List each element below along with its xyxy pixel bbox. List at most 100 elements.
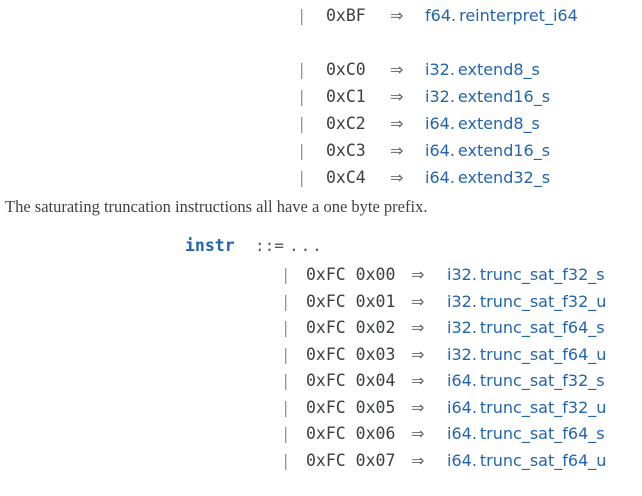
- alternative-pipe: |: [299, 114, 305, 133]
- alternative-pipe: |: [283, 318, 289, 337]
- instruction-link[interactable]: i32.trunc_sat_f32_s: [447, 265, 605, 285]
- opcode-byte: 0xC1: [326, 87, 366, 106]
- instruction-link[interactable]: i64.extend32_s: [425, 168, 550, 188]
- instruction-class: i32: [425, 60, 450, 79]
- dot-separator: .: [471, 451, 477, 470]
- instruction-class: i64: [447, 371, 472, 390]
- opcode-bytes: 0xFC 0x01: [306, 292, 396, 311]
- maps-to-arrow-icon: ⇒: [411, 345, 425, 364]
- dot-separator: .: [449, 168, 455, 187]
- maps-to-arrow-icon: ⇒: [411, 265, 425, 284]
- table-row: | 0xC1 ⇒ i32.extend16_s: [0, 87, 642, 107]
- instruction-name: reinterpret_i64: [459, 6, 578, 25]
- dot-separator: .: [471, 292, 477, 311]
- table-row: | 0xFC 0x03 ⇒ i32.trunc_sat_f64_u: [0, 345, 642, 365]
- instruction-class: i32: [425, 87, 450, 106]
- nonterminal-instr-link[interactable]: instr: [185, 236, 235, 255]
- dot-separator: .: [449, 60, 455, 79]
- instruction-name: trunc_sat_f64_u: [479, 451, 607, 470]
- opcode-bytes: 0xFC 0x02: [306, 318, 396, 337]
- table-row: | 0xC4 ⇒ i64.extend32_s: [0, 168, 642, 188]
- maps-to-arrow-icon: ⇒: [411, 318, 425, 337]
- opcode-bytes: 0xFC 0x07: [306, 451, 396, 470]
- instruction-name: trunc_sat_f32_s: [479, 371, 605, 390]
- ellipsis: ...: [289, 236, 324, 255]
- table-row: | 0xBF ⇒ f64.reinterpret_i64: [0, 6, 642, 26]
- opcode-bytes: 0xFC 0x04: [306, 371, 396, 390]
- maps-to-arrow-icon: ⇒: [390, 60, 404, 79]
- instruction-link[interactable]: i64.trunc_sat_f64_s: [447, 424, 605, 444]
- dot-separator: .: [451, 6, 457, 25]
- instruction-link[interactable]: i32.trunc_sat_f32_u: [447, 292, 606, 312]
- instruction-class: i64: [425, 114, 450, 133]
- dot-separator: .: [449, 114, 455, 133]
- opcode-byte: 0xBF: [326, 6, 366, 25]
- opcode-bytes: 0xFC 0x06: [306, 424, 396, 443]
- instruction-name: trunc_sat_f32_u: [479, 398, 607, 417]
- defined-as-symbol: ::=: [255, 236, 284, 255]
- instruction-class: i32: [447, 318, 472, 337]
- alternative-pipe: |: [299, 87, 305, 106]
- maps-to-arrow-icon: ⇒: [390, 168, 404, 187]
- instruction-class: i32: [447, 345, 472, 364]
- dot-separator: .: [449, 87, 455, 106]
- alternative-pipe: |: [283, 398, 289, 417]
- alternative-pipe: |: [283, 292, 289, 311]
- instruction-name: trunc_sat_f64_s: [479, 318, 605, 337]
- table-row: | 0xFC 0x01 ⇒ i32.trunc_sat_f32_u: [0, 292, 642, 312]
- dot-separator: .: [471, 318, 477, 337]
- instruction-link[interactable]: i64.trunc_sat_f64_u: [447, 451, 606, 471]
- maps-to-arrow-icon: ⇒: [390, 141, 404, 160]
- instruction-name: trunc_sat_f32_s: [479, 265, 605, 284]
- dot-separator: .: [471, 371, 477, 390]
- table-row: | 0xFC 0x06 ⇒ i64.trunc_sat_f64_s: [0, 424, 642, 444]
- instruction-link[interactable]: i64.extend16_s: [425, 141, 550, 161]
- instruction-class: i32: [447, 265, 472, 284]
- table-row: | 0xFC 0x05 ⇒ i64.trunc_sat_f32_u: [0, 398, 642, 418]
- instruction-link[interactable]: f64.reinterpret_i64: [425, 6, 578, 26]
- maps-to-arrow-icon: ⇒: [411, 424, 425, 443]
- table-row: | 0xFC 0x07 ⇒ i64.trunc_sat_f64_u: [0, 451, 642, 471]
- body-paragraph: The saturating truncation instructions a…: [5, 197, 428, 216]
- instruction-name: extend16_s: [457, 141, 551, 160]
- dot-separator: .: [471, 424, 477, 443]
- maps-to-arrow-icon: ⇒: [411, 371, 425, 390]
- instruction-link[interactable]: i64.extend8_s: [425, 114, 540, 134]
- instruction-link[interactable]: i32.extend16_s: [425, 87, 550, 107]
- instruction-class: i64: [447, 451, 472, 470]
- maps-to-arrow-icon: ⇒: [411, 398, 425, 417]
- instruction-name: extend16_s: [457, 87, 551, 106]
- instruction-name: trunc_sat_f64_s: [479, 424, 605, 443]
- alternative-pipe: |: [283, 424, 289, 443]
- instruction-name: extend8_s: [457, 60, 540, 79]
- instruction-name: extend8_s: [457, 114, 540, 133]
- alternative-pipe: |: [283, 451, 289, 470]
- instruction-class: i64: [447, 424, 472, 443]
- instruction-link[interactable]: i64.trunc_sat_f32_u: [447, 398, 606, 418]
- alternative-pipe: |: [283, 265, 289, 284]
- opcode-bytes: 0xFC 0x03: [306, 345, 396, 364]
- instruction-link[interactable]: i32.trunc_sat_f64_u: [447, 345, 606, 365]
- alternative-pipe: |: [299, 141, 305, 160]
- alternative-pipe: |: [299, 168, 305, 187]
- opcode-byte: 0xC0: [326, 60, 366, 79]
- alternative-pipe: |: [283, 371, 289, 390]
- opcode-byte: 0xC3: [326, 141, 366, 160]
- dot-separator: .: [471, 265, 477, 284]
- instruction-link[interactable]: i32.extend8_s: [425, 60, 540, 80]
- instruction-name: trunc_sat_f32_u: [479, 292, 607, 311]
- alternative-pipe: |: [283, 345, 289, 364]
- dot-separator: .: [449, 141, 455, 160]
- table-row: | 0xFC 0x00 ⇒ i32.trunc_sat_f32_s: [0, 265, 642, 285]
- instruction-link[interactable]: i32.trunc_sat_f64_s: [447, 318, 605, 338]
- table-row: | 0xFC 0x02 ⇒ i32.trunc_sat_f64_s: [0, 318, 642, 338]
- instruction-class: f64: [425, 6, 451, 25]
- alternative-pipe: |: [299, 60, 305, 79]
- table-row: | 0xC3 ⇒ i64.extend16_s: [0, 141, 642, 161]
- maps-to-arrow-icon: ⇒: [411, 451, 425, 470]
- instruction-class: i64: [425, 141, 450, 160]
- table-row: | 0xC0 ⇒ i32.extend8_s: [0, 60, 642, 80]
- instruction-link[interactable]: i64.trunc_sat_f32_s: [447, 371, 605, 391]
- table-row: | 0xC2 ⇒ i64.extend8_s: [0, 114, 642, 134]
